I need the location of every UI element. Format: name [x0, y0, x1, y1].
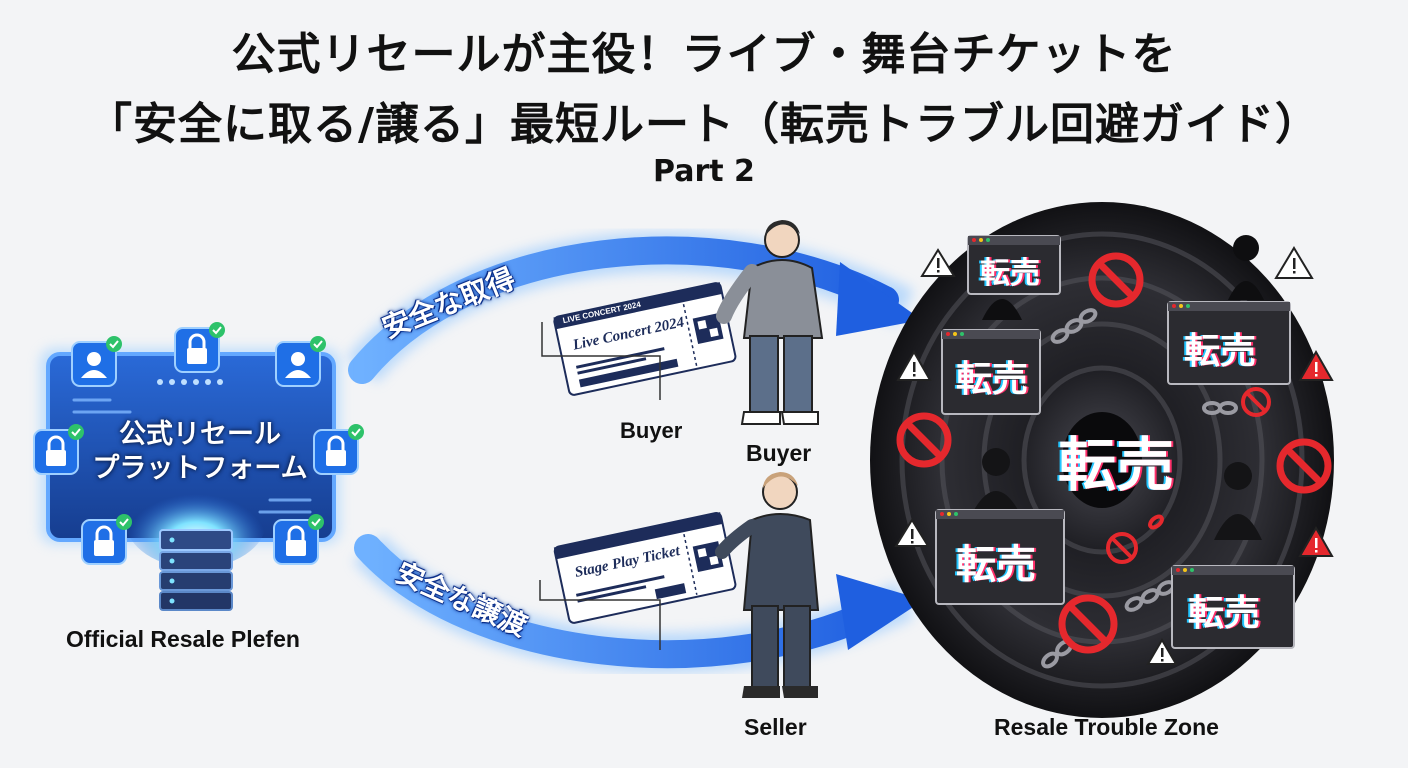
- chain-icon: [1202, 401, 1238, 415]
- buyer-label: Buyer: [746, 440, 812, 466]
- warning-icon: [1274, 246, 1314, 279]
- server-stack-icon: [159, 529, 233, 611]
- prohibited-sign-icon: [1276, 438, 1332, 494]
- platform-name: 公式リセール プラットフォーム: [80, 418, 320, 486]
- seller-figure: [715, 472, 820, 698]
- window-text: 転売: [956, 542, 1036, 588]
- zone-caption: Resale Trouble Zone: [994, 714, 1219, 740]
- lock-badge-icon: [174, 322, 225, 373]
- lock-badge-icon: [273, 514, 324, 565]
- buyer-figure: [716, 220, 824, 425]
- trouble-window: [935, 509, 1065, 605]
- warning-icon: [894, 518, 930, 547]
- window-text: 転売: [1188, 593, 1261, 634]
- prohibited-sign-icon: [1106, 532, 1138, 564]
- chain-icon: [1148, 514, 1164, 530]
- platform-name-line-1: 公式リセール: [119, 419, 281, 450]
- title-line-1: 公式リセールが主役！ライブ・舞台チケットを: [231, 29, 1177, 80]
- prohibited-sign-icon: [1088, 252, 1144, 308]
- lock-badge-icon: [33, 424, 84, 475]
- silhouette-person: [1214, 462, 1262, 540]
- ticket-callout-line: [539, 580, 661, 650]
- prohibited-sign-icon: [1241, 387, 1271, 417]
- silhouette-person: [1228, 235, 1264, 300]
- part-label: Part 2: [653, 154, 755, 189]
- warning-icon: [1298, 349, 1334, 381]
- buyer-callout-label: Buyer: [620, 418, 683, 443]
- trouble-window: [967, 235, 1061, 295]
- vortex-center-text: 転売: [1058, 431, 1175, 499]
- user-badge-icon: [275, 336, 326, 387]
- warning-icon: [1298, 525, 1334, 557]
- seller-label: Seller: [744, 714, 807, 740]
- platform-caption: Official Resale Plefen: [66, 626, 300, 652]
- trouble-window: [1167, 301, 1291, 385]
- buyer-callout-line: [541, 322, 661, 400]
- user-badge-icon: [71, 336, 122, 387]
- silhouette-person: [974, 448, 1018, 510]
- bottom-arrow: [353, 534, 924, 673]
- title-line-2: 「安全に取る/譲る」最短ルート（転売トラブル回避ガイド）: [87, 99, 1321, 150]
- prohibited-sign-icon: [1058, 594, 1118, 654]
- trouble-window: [941, 329, 1041, 415]
- window-text: 転売: [980, 256, 1040, 291]
- ticket-live-concert: [553, 282, 737, 396]
- chain-icon: [1050, 308, 1098, 344]
- warning-icon: [1146, 638, 1178, 665]
- warning-icon: [896, 349, 932, 381]
- warning-icon: [920, 248, 956, 277]
- lock-badge-icon: [313, 424, 364, 475]
- window-text: 転売: [1184, 331, 1257, 372]
- window-text: 転売: [956, 359, 1029, 400]
- trouble-window: [1171, 565, 1295, 649]
- lock-badge-icon: [81, 514, 132, 565]
- prohibited-sign-icon: [896, 412, 952, 468]
- platform-name-line-2: プラットフォーム: [92, 453, 308, 484]
